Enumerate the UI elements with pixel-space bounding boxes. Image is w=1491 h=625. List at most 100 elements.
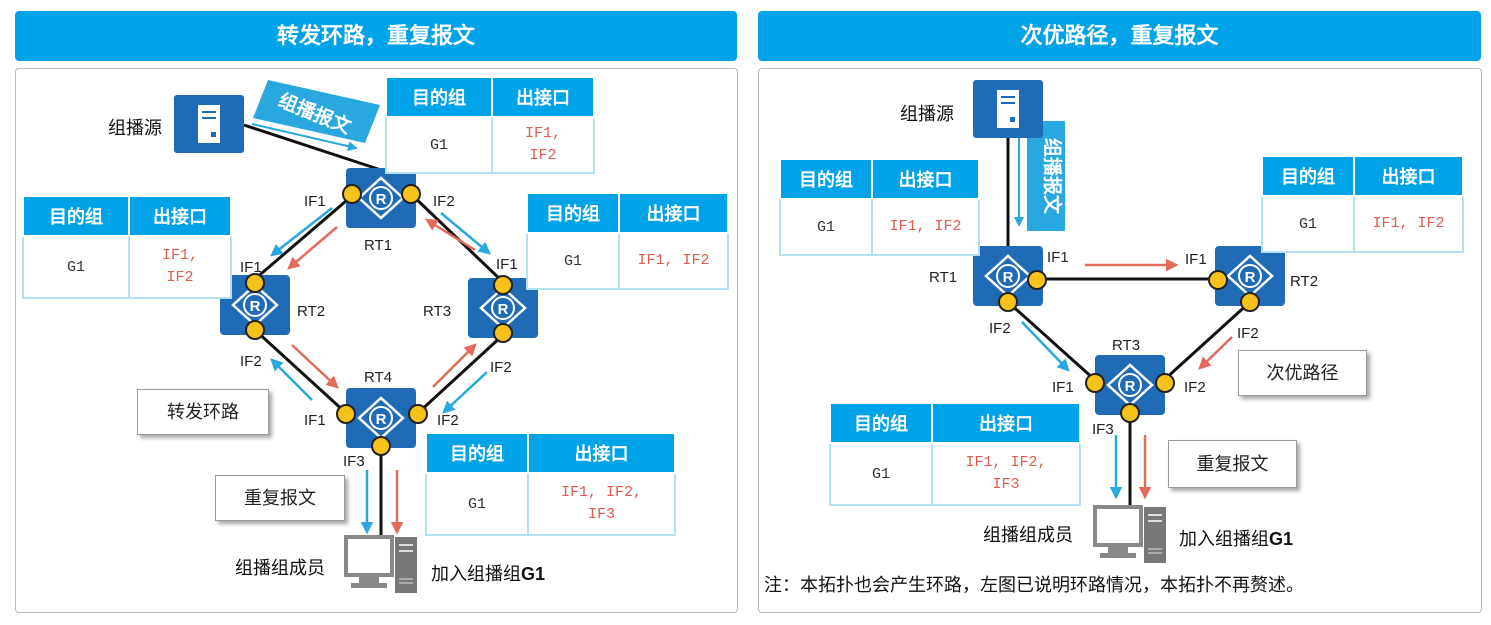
table-header-ifs: 出接口 bbox=[527, 432, 676, 474]
right-source-server-icon bbox=[972, 79, 1044, 139]
right-rt2-if1-label: IF1 bbox=[1185, 251, 1207, 268]
table-cell-ifs: IF1, IF2, IF3 bbox=[527, 472, 676, 536]
rt1-if1-label: IF1 bbox=[304, 193, 326, 210]
rt3-if2-port bbox=[493, 323, 513, 343]
arrow-blue bbox=[442, 371, 488, 414]
table-cell-group: G1 bbox=[22, 235, 130, 299]
ifs-line: IF1, IF2 bbox=[889, 218, 962, 235]
rt4-if3-port bbox=[371, 436, 391, 456]
table-header-ifs: 出接口 bbox=[1353, 155, 1464, 197]
ifs-line: IF1, bbox=[161, 247, 198, 264]
rt1-if2-label: IF2 bbox=[433, 193, 455, 210]
link-rt1-rt2 bbox=[254, 193, 354, 281]
rt4-if2-port bbox=[408, 404, 428, 424]
table-cell-group: G1 bbox=[829, 442, 933, 506]
left-join-text: 加入组播组 bbox=[431, 564, 521, 584]
left-join-group: G1 bbox=[521, 564, 546, 584]
right-rt1-if1-label: IF1 bbox=[1047, 249, 1069, 266]
table-header-group: 目的组 bbox=[22, 195, 130, 237]
right-join-text: 加入组播组 bbox=[1179, 529, 1269, 549]
rt4-if3-label: IF3 bbox=[343, 453, 365, 470]
right-join-group: G1 bbox=[1269, 529, 1294, 549]
link-rt3-rt4 bbox=[416, 333, 505, 415]
ifs-line: IF1, IF2 bbox=[637, 252, 710, 269]
arrow-blue bbox=[270, 358, 313, 401]
right-source-label: 组播源 bbox=[900, 104, 954, 124]
arrow-blue bbox=[1021, 321, 1070, 372]
table-cell-ifs: IF1, IF2 bbox=[128, 235, 232, 299]
table-header-ifs: 出接口 bbox=[491, 76, 595, 118]
table-cell-group: G1 bbox=[425, 472, 529, 536]
link-source-rt1 bbox=[243, 123, 382, 172]
table-cell-group: G1 bbox=[779, 198, 873, 256]
ifs-line: IF3 bbox=[587, 506, 615, 523]
rt3-if1-label: IF1 bbox=[496, 256, 518, 273]
arrow-red bbox=[287, 226, 338, 270]
rt1-label: RT1 bbox=[364, 237, 392, 254]
ifs-line: IF2 bbox=[166, 269, 194, 286]
left-source-label: 组播源 bbox=[108, 118, 162, 138]
right-labels: RT1 RT2 RT3 IF1 IF2 IF1 IF2 IF1 IF2 IF3 bbox=[929, 249, 1318, 438]
left-member-label: 组播组成员 bbox=[235, 558, 325, 578]
left-route-table-rt4: 目的组出接口 G1 IF1, IF2,IF3 bbox=[425, 432, 676, 536]
right-member-label: 组播组成员 bbox=[983, 525, 1073, 545]
rt2-if1-label: IF1 bbox=[240, 259, 262, 276]
table-cell-group: G1 bbox=[1261, 195, 1355, 253]
rt2-if1-port bbox=[245, 273, 265, 293]
table-cell-ifs: IF1, IF2 bbox=[1353, 195, 1464, 253]
left-dup-callout: 重复报文 bbox=[215, 475, 345, 521]
table-header-ifs: 出接口 bbox=[618, 192, 729, 234]
table-header-ifs: 出接口 bbox=[128, 195, 232, 237]
rt4-if1-label: IF1 bbox=[304, 412, 326, 429]
rt1-if2-port bbox=[401, 184, 421, 204]
right-member-pc-icon bbox=[1093, 505, 1168, 565]
link-rt2-rt4 bbox=[253, 328, 348, 415]
right-rt2-if2-label: IF2 bbox=[1237, 325, 1259, 342]
right-rt2-label: RT2 bbox=[1290, 273, 1318, 290]
right-route-table-rt3: 目的组出接口 G1 IF1, IF2, IF3 bbox=[829, 402, 1081, 506]
arrow-blue bbox=[270, 207, 333, 257]
right-banner: 次优路径，重复报文 bbox=[758, 11, 1481, 61]
rt3-label: RT3 bbox=[423, 303, 451, 320]
right-rt3-if3-port bbox=[1120, 403, 1140, 423]
right-rt1-if2-label: IF2 bbox=[989, 320, 1011, 337]
rt4-label: RT4 bbox=[364, 369, 392, 386]
left-route-table-rt1: 目的组出接口 G1 IF1,IF2 bbox=[385, 76, 595, 174]
ifs-line: IF3 bbox=[992, 476, 1020, 493]
rt2-label: RT2 bbox=[297, 303, 325, 320]
ifs-line: IF1, bbox=[524, 125, 561, 142]
left-member-pc-icon bbox=[344, 535, 419, 595]
right-rt3-if2-label: IF2 bbox=[1184, 379, 1206, 396]
right-links bbox=[1006, 138, 1252, 507]
table-header-group: 目的组 bbox=[829, 402, 933, 444]
ifs-line: IF1, IF2, bbox=[560, 484, 642, 501]
right-rt3-if1-label: IF1 bbox=[1052, 379, 1074, 396]
arrow-red bbox=[1198, 336, 1233, 370]
right-ports bbox=[998, 270, 1260, 423]
ifs-line: IF1, IF2 bbox=[1372, 215, 1445, 232]
right-rt3-if3-label: IF3 bbox=[1092, 421, 1114, 438]
right-dup-callout: 重复报文 bbox=[1168, 440, 1297, 488]
right-flow-arrows bbox=[1021, 258, 1233, 500]
arrow-red bbox=[291, 344, 339, 389]
left-route-table-rt3: 目的组出接口 G1 IF1, IF2 bbox=[526, 192, 729, 290]
right-packet-label: 组播报文 bbox=[1041, 138, 1064, 215]
right-route-table-rt1: 目的组出接口 G1 IF1, IF2 bbox=[779, 158, 980, 256]
right-rt2-if1-port bbox=[1208, 270, 1228, 290]
ifs-line: IF1, IF2, bbox=[965, 454, 1047, 471]
rt4-if2-label: IF2 bbox=[437, 412, 459, 429]
right-sub-callout: 次优路径 bbox=[1238, 350, 1367, 396]
right-join-label: 加入组播组G1 bbox=[1179, 525, 1293, 551]
table-header-group: 目的组 bbox=[779, 158, 873, 200]
link-rt2-rt3 bbox=[1162, 300, 1252, 382]
table-header-group: 目的组 bbox=[385, 76, 493, 118]
arrow-blue bbox=[440, 212, 491, 255]
left-source-server-icon bbox=[173, 94, 245, 154]
rt3-if1-port bbox=[493, 275, 513, 295]
ifs-line: IF2 bbox=[529, 147, 557, 164]
left-labels: RT1 RT2 RT3 RT4 IF1 IF2 IF1 IF2 IF1 IF2 … bbox=[240, 193, 518, 470]
left-flow-arrows bbox=[270, 207, 491, 535]
left-loop-callout: 转发环路 bbox=[137, 389, 269, 435]
table-header-ifs: 出接口 bbox=[931, 402, 1081, 444]
right-route-table-rt2: 目的组出接口 G1 IF1, IF2 bbox=[1261, 155, 1464, 253]
